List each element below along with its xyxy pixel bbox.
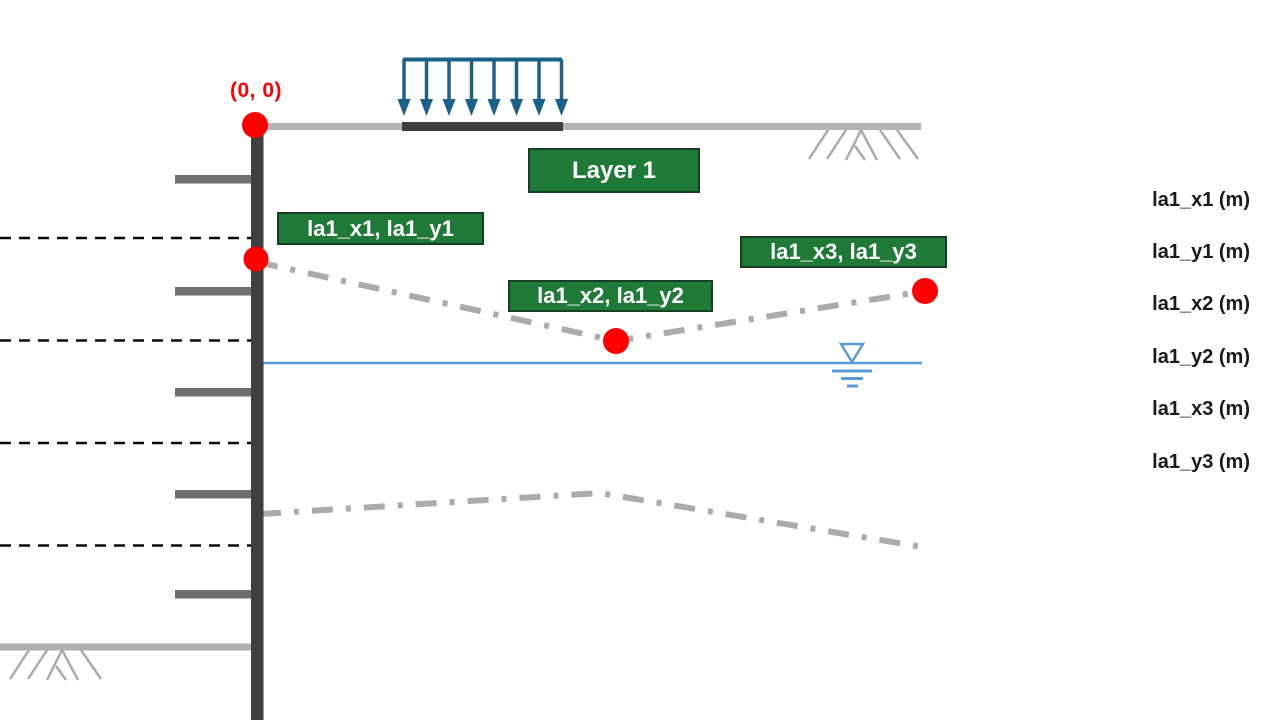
ground-hatch-icon: [8, 649, 103, 681]
water-table-icon: [832, 342, 872, 388]
origin-point-marker: [242, 112, 268, 138]
layer-boundary-line-lower: [259, 489, 923, 550]
strut: [175, 287, 257, 296]
param-label-la1_y3: la1_y3 (m): [1152, 451, 1250, 473]
origin-coordinate-label: (0, 0): [229, 79, 282, 102]
point2-label-box: la1_x2, la1_y2: [508, 280, 713, 312]
struts: [175, 175, 257, 599]
strut: [175, 490, 257, 499]
strut: [175, 388, 257, 397]
strut: [175, 590, 257, 599]
param-label-la1_x2: la1_x2 (m): [1152, 293, 1250, 315]
param-label-la1_y2: la1_y2 (m): [1152, 346, 1250, 368]
load-arrow-shafts: [402, 59, 564, 101]
layer1-label-box: Layer 1: [528, 148, 700, 193]
point3-marker: [912, 278, 938, 304]
strut: [175, 175, 257, 184]
ground-hatch-icon: [807, 129, 920, 161]
water-table-triangle: [838, 342, 866, 365]
point1-label-box: la1_x1, la1_y1: [277, 212, 484, 245]
excavation-stage-lines: [0, 236, 252, 547]
point1-marker: [243, 246, 269, 272]
point2-marker: [603, 328, 629, 354]
retaining-wall: [251, 124, 264, 720]
param-label-la1_x3: la1_x3 (m): [1152, 398, 1250, 420]
param-label-la1_x1: la1_x1 (m): [1152, 189, 1250, 211]
point3-label-box: la1_x3, la1_y3: [740, 236, 947, 268]
param-label-la1_y1: la1_y1 (m): [1152, 241, 1250, 263]
distributed-load-icon: [397, 57, 568, 116]
load-arrow-heads: [397, 99, 568, 116]
